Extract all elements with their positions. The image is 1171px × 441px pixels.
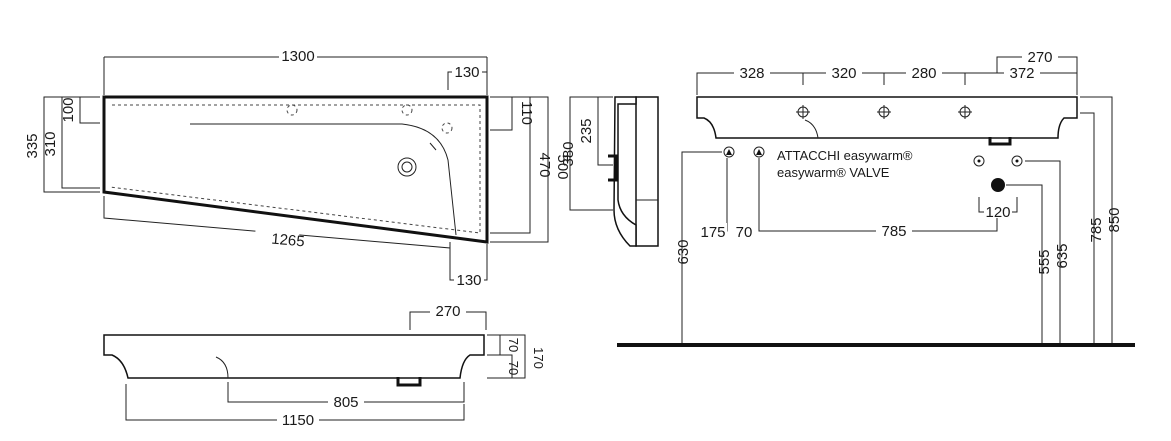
tap-hole-3 xyxy=(441,122,453,134)
dim-320: 320 xyxy=(831,65,856,82)
dim-328: 328 xyxy=(739,65,764,82)
warm-connector-right xyxy=(753,146,765,158)
basin-inner-dashed xyxy=(109,104,481,234)
valve-fitting-left xyxy=(973,155,985,167)
dim-372: 372 xyxy=(1009,65,1034,82)
dim-500-line xyxy=(490,96,549,243)
dim-805: 805 xyxy=(333,394,358,411)
dim-335: 335 xyxy=(24,133,41,158)
dim-470: 470 xyxy=(536,152,553,177)
waste-outlet xyxy=(991,178,1005,192)
dim-100-line xyxy=(79,97,100,124)
side-view: 380 235 xyxy=(560,96,659,247)
elev-tap-3 xyxy=(958,105,972,119)
front-waste xyxy=(396,377,422,387)
dim-235-line xyxy=(597,96,613,166)
dim-270-front-bg xyxy=(430,302,466,318)
dim-850-line xyxy=(1080,96,1113,345)
dim-635-line xyxy=(1025,160,1061,345)
drain-inner xyxy=(401,161,413,173)
elev-waste xyxy=(988,137,1012,146)
dim-70-bg xyxy=(733,223,755,239)
dim-chain-ticks xyxy=(802,73,966,85)
dim-270-front: 270 xyxy=(435,303,460,320)
tap-hole-2 xyxy=(401,104,413,116)
dim-1300-bg xyxy=(279,47,317,63)
valve-label: easywarm® VALVE xyxy=(777,165,890,180)
basin-outline xyxy=(102,95,489,244)
dim-175-bg xyxy=(699,223,727,239)
dim-328-bg xyxy=(734,64,770,80)
tap-hole-1 xyxy=(286,104,298,116)
dim-chain-line xyxy=(696,72,1078,95)
elev-bowl-line xyxy=(804,119,819,139)
dim-380: 380 xyxy=(560,141,577,166)
dim-120: 120 xyxy=(985,204,1010,221)
dim-1300: 1300 xyxy=(281,48,314,65)
dim-785-h: 785 xyxy=(881,223,906,240)
plan-view: 1300 130 1265 130 335 310 100 110 470 50… xyxy=(24,47,571,289)
dim-70a-line xyxy=(487,334,501,356)
dim-235: 235 xyxy=(578,118,595,143)
dim-805-bg xyxy=(328,393,364,409)
dim-310: 310 xyxy=(42,131,59,156)
elevation-view: 328 320 280 372 270 ATTACCHI easywarm® e… xyxy=(617,48,1135,347)
dim-100: 100 xyxy=(60,97,77,122)
dim-635: 635 xyxy=(1054,243,1071,268)
dim-372-bg xyxy=(1004,64,1040,80)
dim-785-v-line xyxy=(1080,112,1095,345)
dim-130-top-bg xyxy=(452,64,482,80)
dim-785-v: 785 xyxy=(1088,217,1105,242)
dim-110-line xyxy=(490,96,513,131)
floor-line xyxy=(617,343,1135,347)
dim-70: 70 xyxy=(736,224,753,241)
dim-850: 850 xyxy=(1106,207,1123,232)
side-bracket xyxy=(608,154,618,182)
dim-270-top-bg xyxy=(1022,48,1058,64)
dim-175-line xyxy=(700,158,728,232)
dim-270-top: 270 xyxy=(1027,49,1052,66)
elev-tap-2 xyxy=(877,105,891,119)
dim-630-line xyxy=(681,151,722,345)
attacchi-label: ATTACCHI easywarm® xyxy=(777,148,913,163)
dim-110: 110 xyxy=(518,101,535,125)
elev-basin-body xyxy=(696,96,1078,139)
warm-connector-left xyxy=(723,146,735,158)
front-basin-body xyxy=(103,334,485,379)
side-front-slab xyxy=(635,96,659,247)
elev-tap-1 xyxy=(796,105,810,119)
dim-555: 555 xyxy=(1036,249,1053,274)
dim-280: 280 xyxy=(911,65,936,82)
dim-785-h-bg xyxy=(876,222,912,238)
dim-555-line xyxy=(1006,184,1043,345)
dim-70b: 70 xyxy=(506,361,521,375)
side-bowl-profile xyxy=(613,96,637,247)
dim-1150-bg xyxy=(277,411,319,427)
bowl-edge xyxy=(190,123,457,236)
dim-130-top: 130 xyxy=(454,64,479,81)
dim-170-line xyxy=(487,334,526,379)
dim-1265-bg xyxy=(254,227,300,247)
front-view: 270 70 70 170 805 1150 xyxy=(103,302,546,429)
dim-120-bg xyxy=(984,203,1012,219)
front-bowl-line xyxy=(215,356,229,379)
dim-280-bg xyxy=(906,64,942,80)
dim-630: 630 xyxy=(675,239,692,264)
dim-380-line xyxy=(569,96,613,211)
dim-1265: 1265 xyxy=(271,231,306,251)
dim-130-bottom: 130 xyxy=(456,272,481,289)
valve-fitting-right xyxy=(1011,155,1023,167)
dim-500: 500 xyxy=(554,154,571,179)
overflow-mark xyxy=(429,142,437,151)
dim-320-bg xyxy=(826,64,862,80)
dim-175: 175 xyxy=(700,224,725,241)
dim-170: 170 xyxy=(531,347,546,369)
dim-310-line xyxy=(61,97,100,189)
drain-outer xyxy=(397,157,417,177)
dim-130-bottom-bg xyxy=(454,271,484,287)
dim-70a: 70 xyxy=(506,338,521,352)
dim-1150: 1150 xyxy=(282,412,314,429)
dim-335-line xyxy=(43,96,100,193)
